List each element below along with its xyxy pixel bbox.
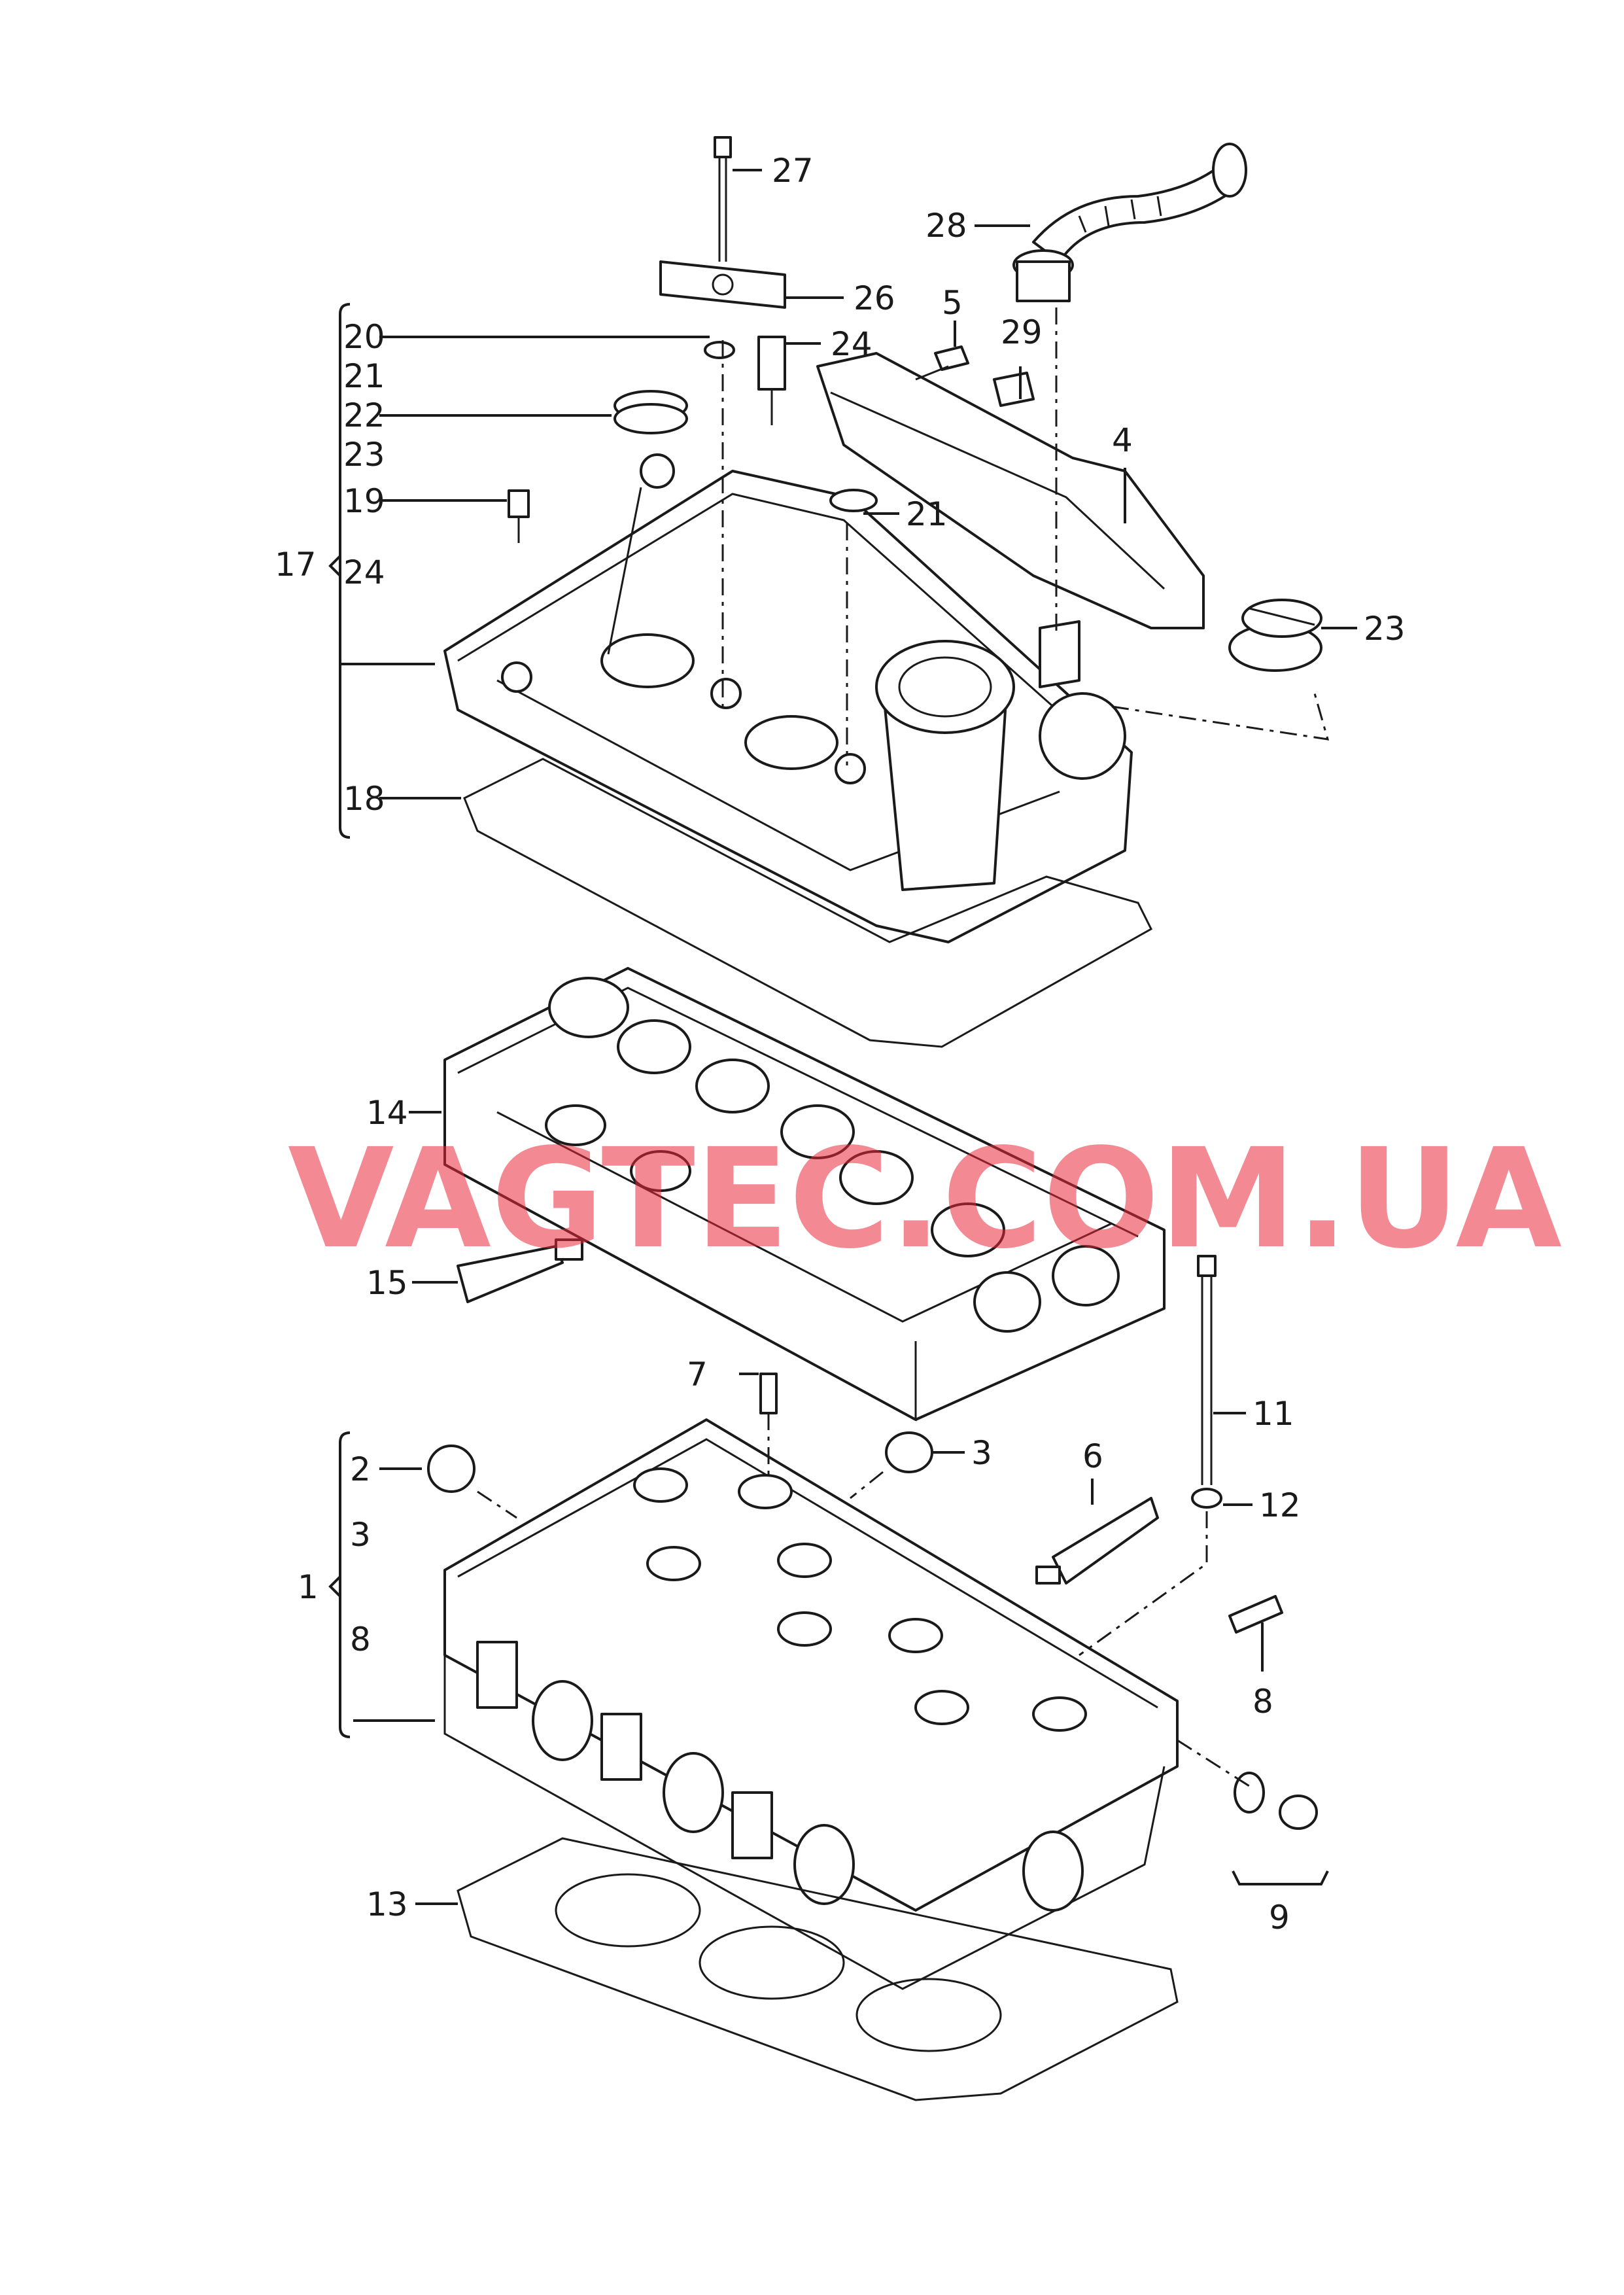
callout-9: 9 bbox=[1269, 1899, 1290, 1936]
callout-17: 17 bbox=[275, 546, 317, 584]
callout-5: 5 bbox=[942, 284, 963, 322]
cover-gasket bbox=[463, 758, 1152, 1048]
callout-15: 15 bbox=[366, 1264, 408, 1302]
watermark-text: VAGTEC.COM.UA bbox=[288, 1119, 1562, 1279]
callout-26: 26 bbox=[854, 279, 895, 317]
head-small-parts bbox=[427, 1255, 1318, 1830]
camshaft-housing bbox=[443, 967, 1166, 1422]
callout-21-left: 21 bbox=[343, 357, 385, 395]
callout-22: 22 bbox=[343, 396, 385, 434]
callout-11: 11 bbox=[1253, 1395, 1294, 1433]
small-parts bbox=[508, 136, 1035, 543]
callout-4: 4 bbox=[1112, 421, 1133, 459]
callout-18: 18 bbox=[343, 780, 385, 818]
callout-3-right: 3 bbox=[971, 1434, 992, 1472]
callout-7: 7 bbox=[687, 1356, 708, 1393]
callout-24-top: 24 bbox=[831, 325, 872, 363]
callout-23-left: 23 bbox=[343, 436, 385, 474]
breather-hose bbox=[1012, 143, 1247, 302]
sealant-tube bbox=[457, 1245, 564, 1303]
oil-filler-cap bbox=[1228, 599, 1322, 672]
callout-1: 1 bbox=[298, 1568, 319, 1606]
callout-8-left: 8 bbox=[350, 1621, 371, 1658]
callout-12: 12 bbox=[1259, 1486, 1301, 1524]
valve-cover bbox=[443, 453, 1133, 943]
callout-28: 28 bbox=[925, 207, 967, 245]
callout-2: 2 bbox=[350, 1450, 371, 1488]
callout-3-left: 3 bbox=[350, 1516, 371, 1554]
callout-27: 27 bbox=[772, 152, 814, 190]
callout-labels: 27 28 26 5 29 20 24 21 22 4 23 19 21 17 … bbox=[275, 152, 1406, 1936]
cylinder-head bbox=[443, 1418, 1179, 1990]
callout-21-right: 21 bbox=[906, 495, 948, 533]
callout-29: 29 bbox=[1001, 313, 1043, 351]
callout-8-right: 8 bbox=[1253, 1683, 1273, 1721]
heat-shield bbox=[816, 352, 1205, 629]
callout-6: 6 bbox=[1082, 1437, 1103, 1475]
head-gasket bbox=[457, 1837, 1179, 2101]
leader-lines bbox=[328, 169, 1357, 1905]
callout-13: 13 bbox=[366, 1885, 408, 1923]
callout-14: 14 bbox=[366, 1094, 408, 1132]
callout-20: 20 bbox=[343, 318, 385, 356]
callout-23-right: 23 bbox=[1364, 610, 1406, 648]
callout-19: 19 bbox=[343, 482, 385, 520]
callout-24-bottom: 24 bbox=[343, 553, 385, 591]
